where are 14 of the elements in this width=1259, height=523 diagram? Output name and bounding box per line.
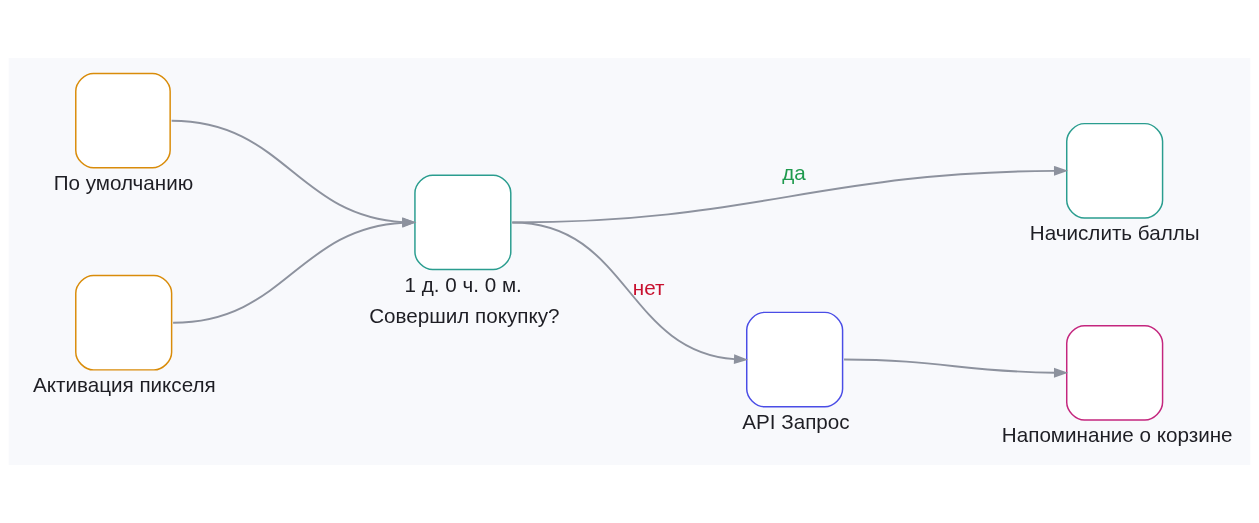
arrow <box>511 165 1069 224</box>
node-label: Начислить баллы <box>1029 221 1200 245</box>
arrow <box>511 221 749 365</box>
arrow <box>172 217 417 324</box>
node-label: Активация пикселя <box>33 373 216 397</box>
arrow <box>843 358 1069 378</box>
node-label: Напоминание о корзине <box>1001 423 1233 447</box>
node-label: API Запрос <box>742 410 850 434</box>
node-label: Совершил покупку? <box>369 303 560 327</box>
arrow <box>170 119 417 228</box>
node-label: По умолчанию <box>53 171 194 195</box>
node-label: 1 д. 0 ч. 0 м. <box>404 273 522 297</box>
edge-label: да <box>782 160 806 184</box>
edge-label: нет <box>632 275 665 299</box>
